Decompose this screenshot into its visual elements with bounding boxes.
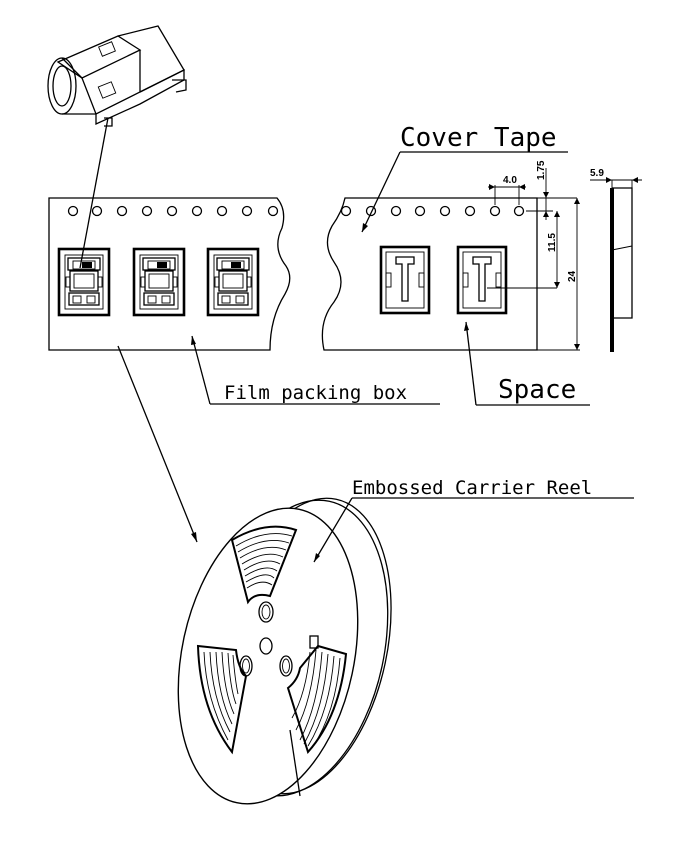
label-space: Space xyxy=(498,375,576,405)
label-film-packing-box: Film packing box xyxy=(224,382,407,404)
sprocket-holes-left xyxy=(67,205,279,217)
dim-tape-width: 24 xyxy=(567,270,578,282)
dim-thickness: 5.9 xyxy=(590,168,604,179)
connector-3d xyxy=(47,25,187,127)
dim-pitch: 4.0 xyxy=(503,175,517,186)
reel-window-right xyxy=(286,644,348,754)
component-pocket-3 xyxy=(206,247,260,317)
component-pocket-1 xyxy=(57,247,111,317)
dim-edge-to-hole: 1.75 xyxy=(536,160,547,180)
empty-pocket-2 xyxy=(456,245,508,315)
reel xyxy=(177,497,392,805)
component-pocket-2 xyxy=(132,247,186,317)
sprocket-holes-right xyxy=(340,205,525,217)
empty-pocket-1 xyxy=(379,245,431,315)
reel-window-top xyxy=(230,525,298,605)
leader-lines xyxy=(79,117,634,797)
label-cover-tape: Cover Tape xyxy=(400,123,557,153)
dim-hole-to-center: 11.5 xyxy=(547,233,558,252)
tape-segment-right xyxy=(321,197,580,351)
tape-side-view xyxy=(590,177,642,352)
label-embossed-carrier-reel: Embossed Carrier Reel xyxy=(352,477,592,499)
reel-window-left xyxy=(196,644,248,755)
tape-segment-left xyxy=(48,197,291,351)
dimension-lines xyxy=(488,168,580,350)
